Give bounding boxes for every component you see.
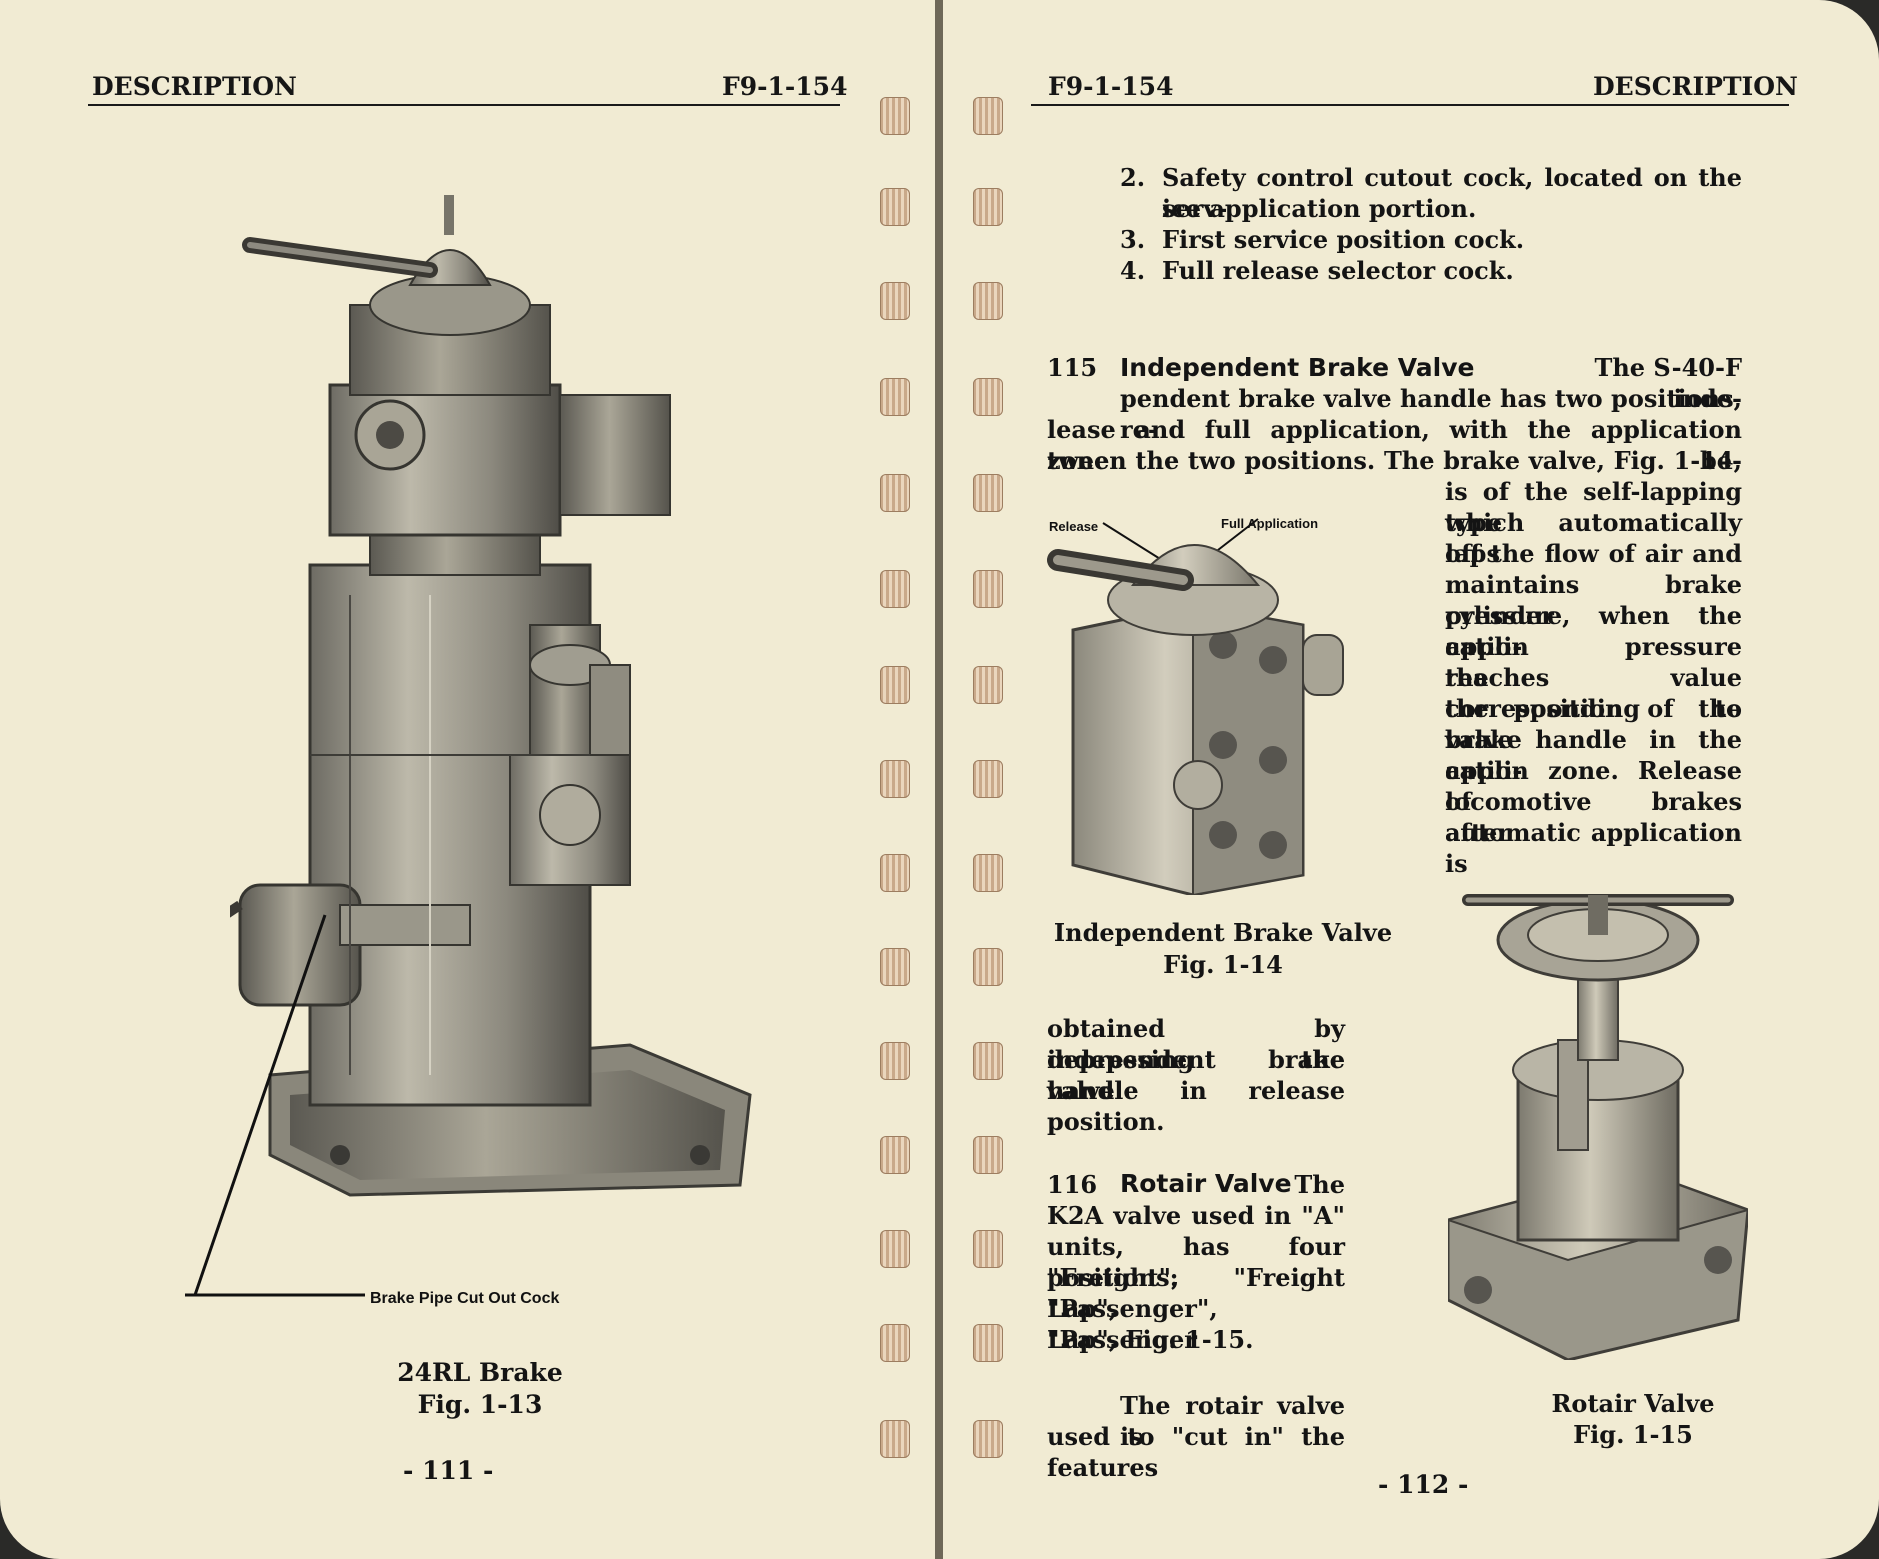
binding-ring [880, 666, 910, 704]
list-number: 2. [1120, 163, 1146, 192]
independent-brake-valve-photo [1047, 518, 1344, 895]
brake-24rl-photo [230, 195, 752, 1197]
paragraph-line: "Passenger", "Passenger [1047, 1294, 1218, 1354]
binding-ring [973, 1230, 1003, 1268]
binding-ring [973, 1420, 1003, 1458]
paragraph-line: off the flow of air and [1445, 539, 1742, 568]
fig14-title: Independent Brake Valve [1053, 918, 1393, 947]
binding-ring [880, 282, 910, 320]
book-gutter [935, 0, 943, 1559]
label-release: Release [1049, 519, 1099, 534]
paragraph-line: cation pressure reaches [1445, 632, 1742, 692]
section-number: 116 [1047, 1170, 1098, 1199]
callout-leader-line [185, 914, 365, 1297]
paragraph-line: lease and full application, with the app… [1047, 415, 1742, 475]
binding-ring [880, 378, 910, 416]
fig15-number: Fig. 1-15 [1573, 1420, 1693, 1449]
paragraph-line: handle in release position. [1047, 1076, 1345, 1136]
figure-title: 24RL Brake [397, 1358, 563, 1387]
label-full-application: Full Application [1221, 516, 1319, 531]
list-item-text: Full release selector cock. [1162, 256, 1514, 285]
paragraph-line: which automatically laps [1445, 508, 1742, 568]
binding-ring [973, 854, 1003, 892]
section-heading: Independent Brake Valve [1120, 353, 1475, 382]
header-rule [88, 104, 840, 106]
paragraph-line: locomotive brakes after [1445, 787, 1742, 847]
rotair-valve-photo [1448, 894, 1748, 1360]
list-item-text: Safety control cutout cock, located on t… [1162, 163, 1742, 223]
running-header-right: F9-1-154 [722, 72, 848, 101]
list-item-text: First service position cock. [1162, 225, 1525, 254]
paragraph-line: cation zone. Release of [1445, 756, 1742, 816]
left-page: DESCRIPTION F9-1-154 [0, 0, 935, 1559]
paragraph-line: pressure, when the appli- [1445, 601, 1742, 661]
binding-ring [973, 570, 1003, 608]
binding-ring [973, 666, 1003, 704]
paragraph-line: obtained by depressing the [1047, 1014, 1345, 1074]
list-number: 3. [1120, 225, 1146, 254]
binding-ring [973, 1324, 1003, 1362]
page-number: - 112 - [1378, 1470, 1469, 1499]
paragraph-line: pendent brake valve handle has two posit… [1120, 384, 1742, 444]
running-header-left: F9-1-154 [1048, 72, 1174, 101]
binding-ring [880, 1324, 910, 1362]
binding-ring [973, 378, 1003, 416]
list-item-text: ice application portion. [1162, 194, 1477, 223]
paragraph-line: The S-40-F inde- [1594, 353, 1742, 413]
section-number: 115 [1047, 353, 1098, 382]
binding-ring [880, 1042, 910, 1080]
binding-ring [880, 474, 910, 512]
header-rule [1031, 104, 1789, 106]
right-page: F9-1-154 DESCRIPTION 2. Safety control c… [943, 0, 1879, 1559]
paragraph-line: The rotair valve is [1120, 1391, 1345, 1451]
page-number: - 111 - [403, 1456, 494, 1485]
binding-ring [880, 1136, 910, 1174]
binding-ring [973, 282, 1003, 320]
binding-ring [880, 1420, 910, 1458]
binding-ring [880, 760, 910, 798]
fig14-number: Fig. 1-14 [1163, 950, 1283, 979]
binding-ring [973, 760, 1003, 798]
paragraph-line: used to "cut in" the features [1047, 1422, 1345, 1482]
paragraph-line: tween the two positions. The brake valve… [1047, 446, 1742, 475]
binding-ring [880, 854, 910, 892]
binding-ring [880, 948, 910, 986]
binding-ring [973, 97, 1003, 135]
paragraph-line: is of the self-lapping type [1445, 477, 1742, 537]
list-number: 4. [1120, 256, 1146, 285]
paragraph-line: Lap", Fig. 1-15. [1047, 1325, 1254, 1354]
paragraph-line: the value corresponding to [1445, 663, 1742, 723]
paragraph-line: units, has four positions: [1047, 1232, 1345, 1292]
paragraph-line: independent brake valve [1047, 1045, 1345, 1105]
running-header-left: DESCRIPTION [92, 72, 297, 101]
paragraph-line: valve handle in the appli- [1445, 725, 1742, 785]
paragraph-line: the position of the brake [1445, 694, 1742, 754]
binding-ring [973, 474, 1003, 512]
fig15-title: Rotair Valve [1551, 1389, 1715, 1418]
callout-label: Brake Pipe Cut Out Cock [370, 1290, 560, 1307]
paragraph-line: automatic application is [1445, 818, 1742, 878]
binding-ring [880, 570, 910, 608]
section-heading: Rotair Valve [1120, 1169, 1292, 1198]
binding-ring [880, 97, 910, 135]
binding-ring [973, 1042, 1003, 1080]
paragraph-line: The [1294, 1170, 1345, 1199]
paragraph-line: maintains brake cylinder [1445, 570, 1742, 630]
running-header-right: DESCRIPTION [1593, 72, 1798, 101]
paragraph-line: K2A valve used in "A" [1047, 1201, 1345, 1230]
binding-ring [973, 1136, 1003, 1174]
show-through-text [600, 140, 908, 176]
binding-ring [973, 188, 1003, 226]
binding-ring [973, 948, 1003, 986]
paragraph-line: "Freight", "Freight Lap", [1047, 1263, 1345, 1323]
binding-ring [880, 1230, 910, 1268]
figure-number: Fig. 1-13 [417, 1390, 543, 1419]
binding-ring [880, 188, 910, 226]
